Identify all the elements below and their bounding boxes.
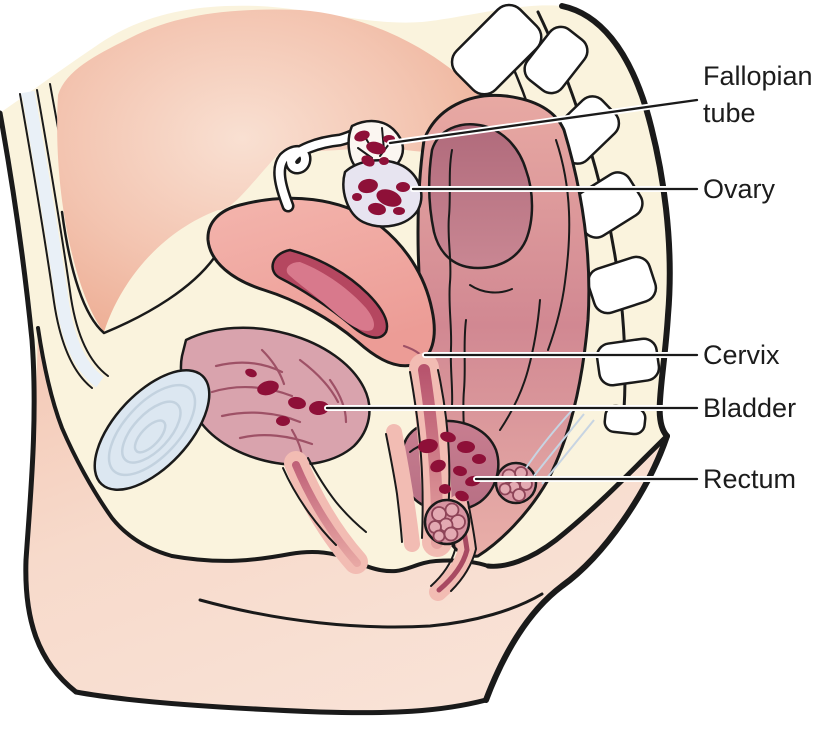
leader-lines	[324, 97, 700, 482]
sacrum-and-spine	[450, 3, 661, 436]
perineal-nodule-large	[423, 498, 471, 546]
perineal-nodule-small	[494, 461, 538, 505]
endometriosis-lesions	[245, 130, 486, 502]
body-outlines	[0, 3, 673, 716]
leader-fallopian-tube	[388, 98, 699, 145]
uterus	[206, 196, 436, 368]
label-cervix: Cervix	[703, 340, 780, 370]
ilium-bone	[450, 3, 543, 96]
label-ovary: Ovary	[703, 174, 776, 204]
vertebra	[595, 337, 661, 387]
label-bladder: Bladder	[703, 393, 797, 423]
vertebra	[586, 255, 658, 315]
urethra-drawing	[282, 451, 368, 574]
pubic-bone	[93, 369, 211, 491]
label-rectum: Rectum	[703, 464, 797, 494]
label-fallopian-tube: Fallopian tube	[703, 61, 813, 128]
vertebra	[523, 25, 589, 95]
vaginal-wall-band	[385, 424, 420, 552]
